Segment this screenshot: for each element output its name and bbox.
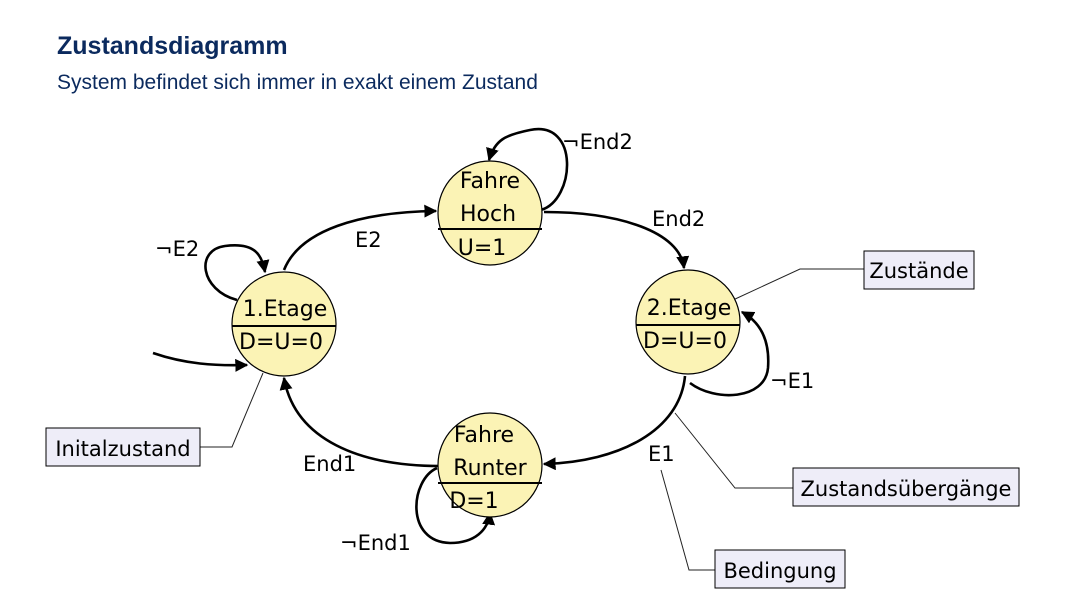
- state-2-etage-name: 2.Etage: [647, 296, 732, 321]
- state-fahre-hoch-label-2: Hoch: [460, 202, 516, 227]
- state-1-etage-output: D=U=0: [239, 330, 323, 355]
- callout-initalzustand-label: Initalzustand: [55, 437, 190, 461]
- state-1-etage: 1.Etage D=U=0: [231, 271, 337, 377]
- page-subtitle: System befindet sich immer in exakt eine…: [57, 71, 538, 94]
- state-fahre-hoch-output: U=1: [458, 236, 507, 261]
- callout-initalzustand: Initalzustand: [45, 427, 201, 467]
- page-title: Zustandsdiagramm: [57, 32, 288, 60]
- callout-bedingung-label: Bedingung: [723, 559, 836, 583]
- transition-end1: [279, 376, 441, 468]
- leader-zustandsuebergaenge: [674, 412, 793, 489]
- self-loop-not-end1: [415, 466, 496, 545]
- state-2-etage-circle: [635, 269, 741, 375]
- callout-zustaende-label: Zustände: [869, 259, 968, 283]
- state-fahre-hoch: Fahre Hoch U=1: [437, 160, 543, 266]
- leader-initalzustand: [200, 372, 264, 448]
- callout-zustaende-box: [863, 250, 975, 290]
- self-loop-not-e2: [204, 243, 270, 302]
- state-fahre-hoch-circle: [437, 160, 543, 266]
- label-end2: End2: [652, 207, 705, 231]
- state-fahre-hoch-label-1: Fahre: [460, 169, 520, 194]
- callout-zustandsuebergaenge-label: Zustandsübergänge: [801, 477, 1012, 501]
- self-loop-not-e1: [689, 310, 770, 397]
- callout-bedingung: Bedingung: [714, 549, 846, 589]
- label-not-e1: ¬E1: [770, 369, 814, 393]
- state-fahre-runter: Fahre Runter D=1: [437, 412, 543, 518]
- state-1-etage-circle: [231, 271, 337, 377]
- label-end1: End1: [303, 452, 356, 476]
- label-e2: E2: [355, 228, 382, 252]
- callout-zustandsuebergaenge-box: [792, 467, 1020, 507]
- callout-zustaende: Zustände: [863, 250, 975, 290]
- transition-e2: [282, 204, 438, 271]
- leader-zustaende: [732, 268, 864, 301]
- label-not-e2: ¬E2: [155, 237, 199, 261]
- callout-zustandsuebergaenge: Zustandsübergänge: [792, 467, 1020, 507]
- label-not-end2: ¬End2: [562, 130, 633, 154]
- leader-bedingung: [660, 469, 715, 571]
- transition-end2: [543, 210, 690, 270]
- initial-transition-arrow: [152, 351, 249, 372]
- callout-bedingung-box: [714, 549, 846, 589]
- state-1-etage-name: 1.Etage: [243, 297, 328, 322]
- label-e1: E1: [648, 442, 675, 466]
- state-fahre-runter-label-1: Fahre: [454, 423, 514, 448]
- callout-initalzustand-box: [45, 427, 201, 467]
- transition-e1: [542, 375, 687, 471]
- state-2-etage: 2.Etage D=U=0: [635, 269, 741, 375]
- state-fahre-runter-circle: [437, 412, 543, 518]
- state-fahre-runter-output: D=1: [449, 489, 498, 514]
- label-not-end1: ¬End1: [340, 531, 411, 555]
- state-2-etage-output: D=U=0: [643, 329, 727, 354]
- state-fahre-runter-label-2: Runter: [453, 456, 527, 481]
- self-loop-not-end2: [486, 127, 569, 212]
